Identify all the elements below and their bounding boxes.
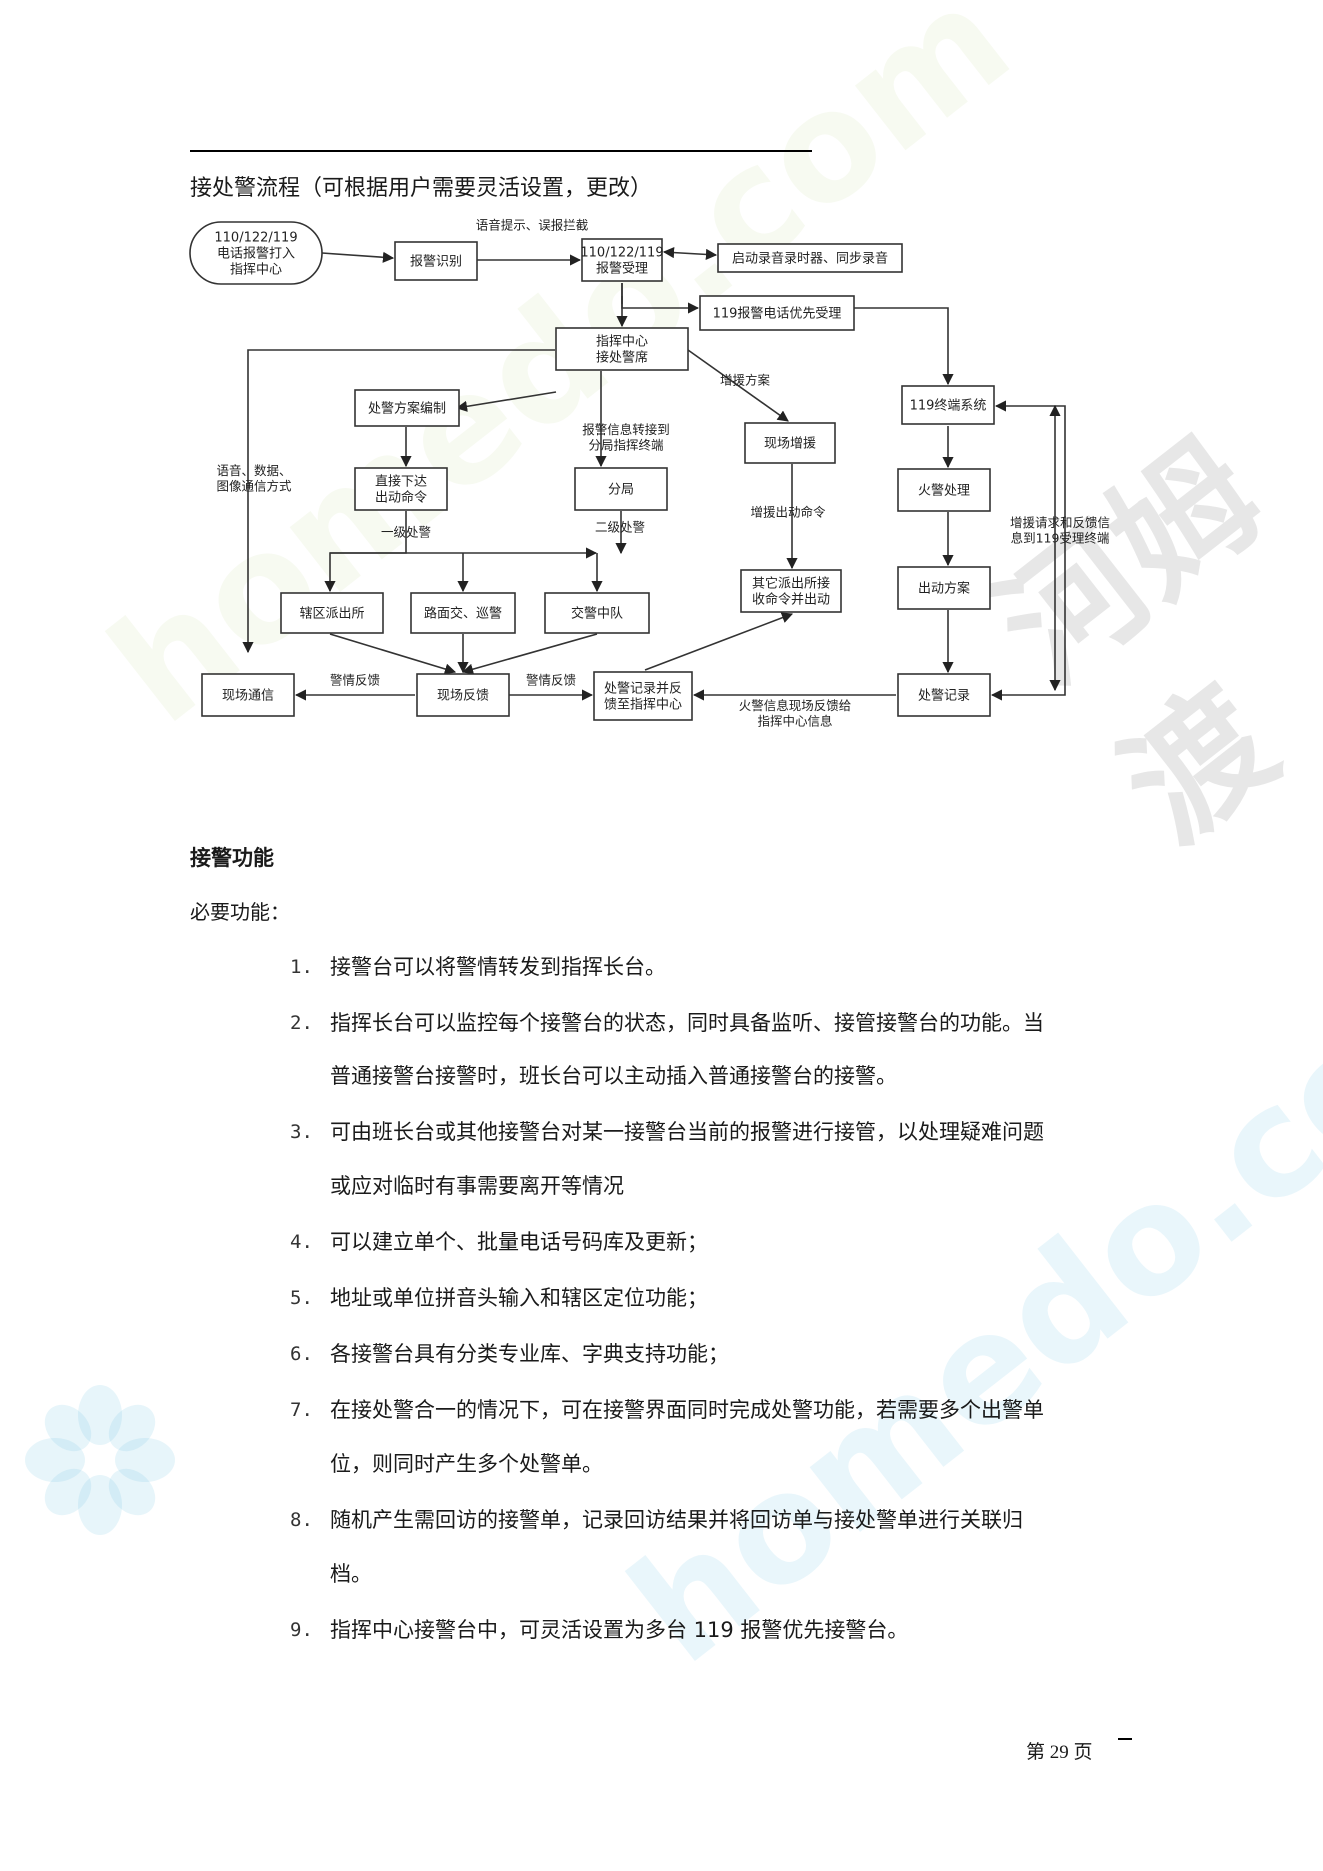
section-heading: 接警功能 xyxy=(190,846,274,870)
flow-connector xyxy=(644,612,794,671)
flow-node-label: 启动录音录时器、同步录音 xyxy=(732,251,888,267)
flow-node-record-timer: 启动录音录时器、同步录音 xyxy=(717,243,903,273)
flow-node-label: 报警识别 xyxy=(410,254,462,270)
flow-node-site-comm: 现场通信 xyxy=(201,673,295,717)
list-item-number: 1. xyxy=(290,956,313,978)
page-number: 第 29 页 xyxy=(1026,1742,1093,1763)
flow-connector xyxy=(321,251,395,263)
flow-node-label: 现场通信 xyxy=(222,689,274,704)
flow-node-label: 火警处理 xyxy=(918,483,970,499)
flow-node-label: 指挥中心接处警席 xyxy=(596,335,648,366)
flow-node-traffic-team: 交警中队 xyxy=(544,592,650,634)
flow-node-record-feedback: 处警记录并反馈至指挥中心 xyxy=(593,671,693,721)
flow-node-reinforce: 现场增援 xyxy=(744,422,836,464)
flow-node-other-stations: 其它派出所接收命令并出动 xyxy=(740,569,842,613)
flow-label-alert-feedback1: 警情反馈 xyxy=(330,673,380,688)
flower-icon xyxy=(20,1380,180,1540)
flow-node-label: 处警方案编制 xyxy=(368,401,446,417)
list-item-text: 接警台可以将警情转发到指挥长台。 xyxy=(330,955,666,979)
flow-node-command: 指挥中心接处警席 xyxy=(555,327,689,371)
flow-connector xyxy=(242,349,555,654)
flow-node-label: 分局 xyxy=(608,483,634,498)
flow-node-label: 处警记录 xyxy=(918,688,970,704)
flow-node-label: 交警中队 xyxy=(571,606,623,622)
header-rule xyxy=(190,150,812,152)
list-item-number: 8. xyxy=(290,1509,313,1531)
list-item-text: 地址或单位拼音头输入和辖区定位功能； xyxy=(330,1286,708,1310)
flow-connector xyxy=(324,511,407,593)
flow-node-priority119: 119报警电话优先受理 xyxy=(699,295,855,331)
list-item-text: 各接警台具有分类专业库、字典支持功能； xyxy=(330,1342,729,1366)
flow-label-comm-modes: 语音、数据、图像通信方式 xyxy=(216,463,292,494)
flow-connector xyxy=(621,283,700,314)
list-item-number: 4. xyxy=(290,1231,313,1253)
flow-node-district-police: 辖区派出所 xyxy=(280,592,384,634)
list-item-text: 随机产生需回访的接警单，记录回访结果并将回访单与接处警单进行关联归 xyxy=(330,1508,1023,1532)
list-item-text: 指挥长台可以监控每个接警台的状态，同时具备监听、接管接警台的功能。当 xyxy=(330,1011,1044,1035)
flow-connector xyxy=(854,307,954,386)
flow-connector xyxy=(455,391,557,412)
flow-node-recognize: 报警识别 xyxy=(394,241,478,281)
flow-label-level1: 一级处警 xyxy=(381,525,431,540)
flow-node-label: 119报警电话优先受理 xyxy=(713,306,842,322)
flow-node-label: 路面交、巡警 xyxy=(424,606,502,622)
list-item-text: 或应对临时有事需要离开等情况 xyxy=(330,1174,624,1198)
flow-label-request-feedback: 增援请求和反馈信息到119受理终端 xyxy=(1010,515,1110,546)
flow-node-label: 现场反馈 xyxy=(437,689,489,704)
list-item-number: 5. xyxy=(290,1287,313,1309)
flow-connector xyxy=(662,246,718,261)
flow-node-direct-order: 直接下达出动命令 xyxy=(354,467,448,511)
flow-node-label: 出动方案 xyxy=(918,581,970,597)
section-subheading: 必要功能： xyxy=(190,900,290,924)
flow-node-branch: 分局 xyxy=(574,467,668,511)
list-item-text: 位，则同时产生多个处警单。 xyxy=(330,1452,603,1476)
flow-node-label: 直接下达出动命令 xyxy=(375,474,427,506)
flow-connector xyxy=(461,633,598,675)
list-item-text: 可由班长台或其他接警台对某一接警台当前的报警进行接管，以处理疑难问题 xyxy=(330,1120,1044,1144)
flow-connector xyxy=(990,400,1066,701)
list-item-number: 9. xyxy=(290,1619,313,1641)
flow-node-label: 处警记录并反馈至指挥中心 xyxy=(604,681,682,713)
flow-node-handle-record: 处警记录 xyxy=(897,673,991,717)
list-item-text: 在接处警合一的情况下，可在接警界面同时完成处警功能，若需要多个出警单 xyxy=(330,1398,1044,1422)
flow-label-transfer: 报警信息转接到分局指挥终端 xyxy=(582,422,670,453)
flow-label-voice-prompt: 语音提示、误报拦截 xyxy=(476,218,589,233)
flow-node-dispatch-plan: 出动方案 xyxy=(897,566,991,610)
footer-dash xyxy=(1118,1738,1132,1740)
list-item-number: 6. xyxy=(290,1343,313,1365)
flow-label-reinforce-order: 增援出动命令 xyxy=(750,505,826,520)
list-item-text: 普通接警台接警时，班长台可以主动插入普通接警台的接警。 xyxy=(330,1064,897,1088)
list-item-text: 档。 xyxy=(330,1562,372,1586)
flow-node-label: 其它派出所接收命令并出动 xyxy=(752,576,830,608)
flow-node-label: 辖区派出所 xyxy=(299,606,364,622)
flow-label-reinforce-plan: 增援方案 xyxy=(720,373,771,388)
flow-node-label: 119终端系统 xyxy=(910,398,987,414)
list-item-text: 可以建立单个、批量电话号码库及更新； xyxy=(330,1230,708,1254)
list-item-number: 3. xyxy=(290,1121,313,1143)
flow-label-fire-feedback: 火警信息现场反馈给指挥中心信息 xyxy=(739,698,852,729)
flow-connector xyxy=(687,349,789,422)
flow-node-fire-handle: 火警处理 xyxy=(897,468,991,512)
flow-connector xyxy=(329,633,457,675)
flow-node-label: 现场增援 xyxy=(764,437,816,452)
flow-node-site-feedback: 现场反馈 xyxy=(416,673,510,717)
flow-label-level2: 二级处警 xyxy=(595,520,645,535)
flow-label-alert-feedback2: 警情反馈 xyxy=(526,673,576,688)
list-item-text: 指挥中心接警台中，可灵活设置为多台 119 报警优先接警台。 xyxy=(330,1618,909,1642)
flow-node-road-patrol: 路面交、巡警 xyxy=(410,592,516,634)
flow-node-plan-edit: 处警方案编制 xyxy=(354,389,460,427)
flow-node-terminal119: 119终端系统 xyxy=(901,385,995,425)
page-title: 接处警流程（可根据用户需要灵活设置，更改） xyxy=(190,176,653,201)
list-item-number: 7. xyxy=(290,1399,313,1421)
list-item-number: 2. xyxy=(290,1012,313,1034)
